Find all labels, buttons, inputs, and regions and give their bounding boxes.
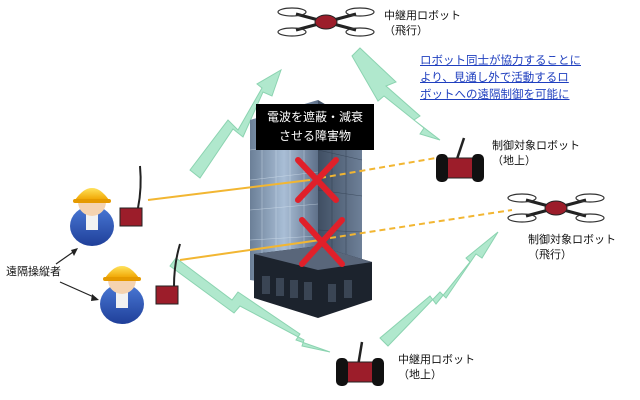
operator-label: 遠隔操縦者 <box>6 265 61 278</box>
relay-drone-icon <box>277 7 375 37</box>
relay-ground-robot-icon <box>336 341 384 386</box>
direct-signals <box>147 157 513 261</box>
target-ground-robot-icon <box>436 137 484 182</box>
link-relay-drone-to-target-ground <box>351 47 441 141</box>
signal-operator2-to-target-drone <box>179 239 321 261</box>
link-operator-to-relay-drone <box>189 68 282 179</box>
target-drone-label: 制御対象ロボット （飛行） <box>528 233 616 261</box>
relay-ground-robot-label: 中継用ロボット （地上） <box>398 353 475 381</box>
link-relay-ground-to-target-drone <box>379 231 499 347</box>
blocked-x-mark-upper <box>295 157 339 203</box>
operator-figure-lower <box>100 266 144 324</box>
target-drone-icon <box>507 193 605 223</box>
controller-lower-icon <box>155 243 181 305</box>
blocked-x-mark-lower <box>299 217 345 267</box>
controller-upper-icon <box>119 165 143 227</box>
target-ground-robot-label: 制御対象ロボット （地上） <box>492 139 580 167</box>
obstacle-label: 電波を遮蔽・減衰 させる障害物 <box>256 104 374 150</box>
link-operator-to-relay-ground <box>169 257 331 353</box>
signal-operator1-to-target-ground <box>147 179 311 201</box>
relay-drone-label: 中継用ロボット （飛行） <box>384 9 461 37</box>
radio-links <box>169 47 499 353</box>
operator-figure-upper <box>70 188 114 246</box>
signal-operator2-blocked-dashed <box>329 209 513 239</box>
operator-pointer-arrows <box>55 248 99 301</box>
description-callout: ロボット同士が協力することに より、見通し外で活動するロ ボットへの遠隔制御を可… <box>420 53 581 101</box>
